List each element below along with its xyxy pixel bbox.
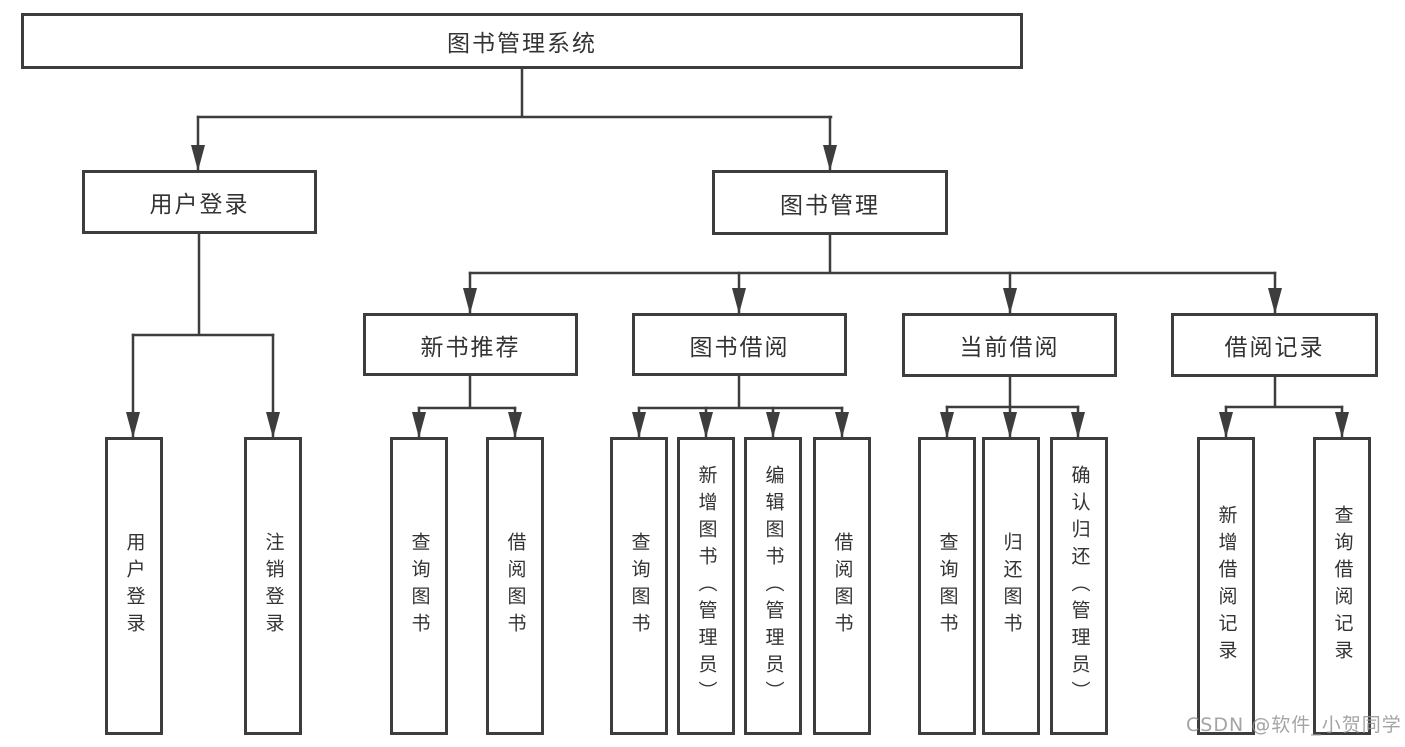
node-logout: 注销登录 [244, 437, 302, 735]
node-add-borrow-record: 新增借阅记录 [1197, 437, 1255, 735]
node-borrowing-records: 借阅记录 [1171, 313, 1378, 377]
node-query-borrow-record: 查询借阅记录 [1313, 437, 1371, 735]
node-add-books-admin: 新增图书（管理员） [677, 437, 735, 735]
node-edit-books-admin: 编辑图书（管理员） [744, 437, 802, 735]
node-new-book-recommendation: 新书推荐 [363, 313, 578, 376]
node-book-borrowing: 图书借阅 [632, 313, 847, 376]
node-user-login-group: 用户登录 [82, 170, 317, 234]
node-library-management-system: 图书管理系统 [21, 13, 1023, 69]
node-borrowing-borrow-books: 借阅图书 [813, 437, 871, 735]
node-current-query-books: 查询图书 [918, 437, 976, 735]
node-current-borrowing: 当前借阅 [902, 313, 1117, 377]
node-confirm-return-admin: 确认归还（管理员） [1050, 437, 1108, 735]
csdn-watermark: CSDN @软件_小贺同学 [1186, 714, 1402, 736]
node-recommend-query-books: 查询图书 [390, 437, 448, 735]
node-book-management: 图书管理 [712, 170, 948, 235]
node-borrowing-query-books: 查询图书 [610, 437, 668, 735]
node-user-login: 用户登录 [105, 437, 163, 735]
node-return-books: 归还图书 [982, 437, 1040, 735]
node-recommend-borrow-books: 借阅图书 [486, 437, 544, 735]
